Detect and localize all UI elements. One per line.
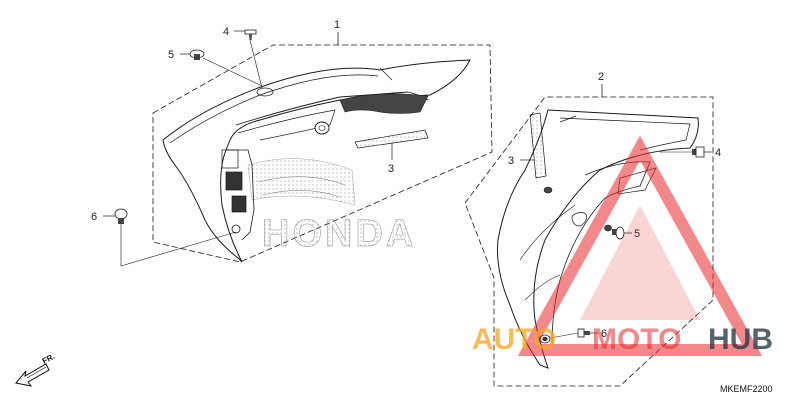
callout-3-left: 3 bbox=[388, 163, 394, 175]
watermark-text-moto: MOTO bbox=[592, 323, 681, 356]
callout-2: 2 bbox=[598, 71, 604, 83]
left-decal-strip bbox=[354, 129, 429, 149]
grommet-5-left-icon bbox=[180, 49, 205, 60]
left-shroud-part bbox=[162, 59, 471, 263]
watermark-text-hub: HUB bbox=[708, 323, 773, 356]
callout-1: 1 bbox=[334, 19, 340, 31]
honda-logo-text: HONDA bbox=[262, 213, 416, 255]
leader-5-left bbox=[202, 57, 263, 87]
callout-5-right: 5 bbox=[634, 228, 640, 240]
bolt-4-right-icon bbox=[692, 146, 712, 158]
callout-3-right: 3 bbox=[508, 155, 514, 167]
callout-6-right: 6 bbox=[601, 328, 607, 340]
diagram-code: MKEMF2200 bbox=[720, 384, 773, 394]
leader-4-left bbox=[249, 39, 263, 89]
part-2-dashed-boundary bbox=[464, 96, 714, 387]
autmotohub-watermark: AUTO MOTO HUB bbox=[472, 135, 773, 356]
callout-6-left: 6 bbox=[91, 211, 97, 223]
clip-6-left-icon bbox=[103, 208, 128, 224]
right-decal-strip bbox=[529, 112, 547, 179]
bolt-4-left-icon bbox=[234, 29, 257, 40]
leader-6-left bbox=[120, 224, 237, 267]
watermark-triangle-icon bbox=[517, 135, 763, 356]
front-direction-indicator: FR. bbox=[15, 352, 57, 387]
front-direction-label: FR. bbox=[41, 352, 57, 366]
part-1-shroud-group: HONDA bbox=[103, 29, 493, 267]
honda-wing-logo: HONDA bbox=[247, 158, 416, 255]
leader-6-right bbox=[549, 332, 579, 339]
grommet-5-right-icon bbox=[612, 226, 632, 240]
callout-4-right: 4 bbox=[715, 147, 721, 159]
part-1-dashed-boundary bbox=[152, 44, 493, 263]
watermark-text-auto: AUTO bbox=[472, 323, 556, 356]
callout-5-left: 5 bbox=[168, 49, 174, 61]
callout-4-left: 4 bbox=[223, 26, 229, 38]
